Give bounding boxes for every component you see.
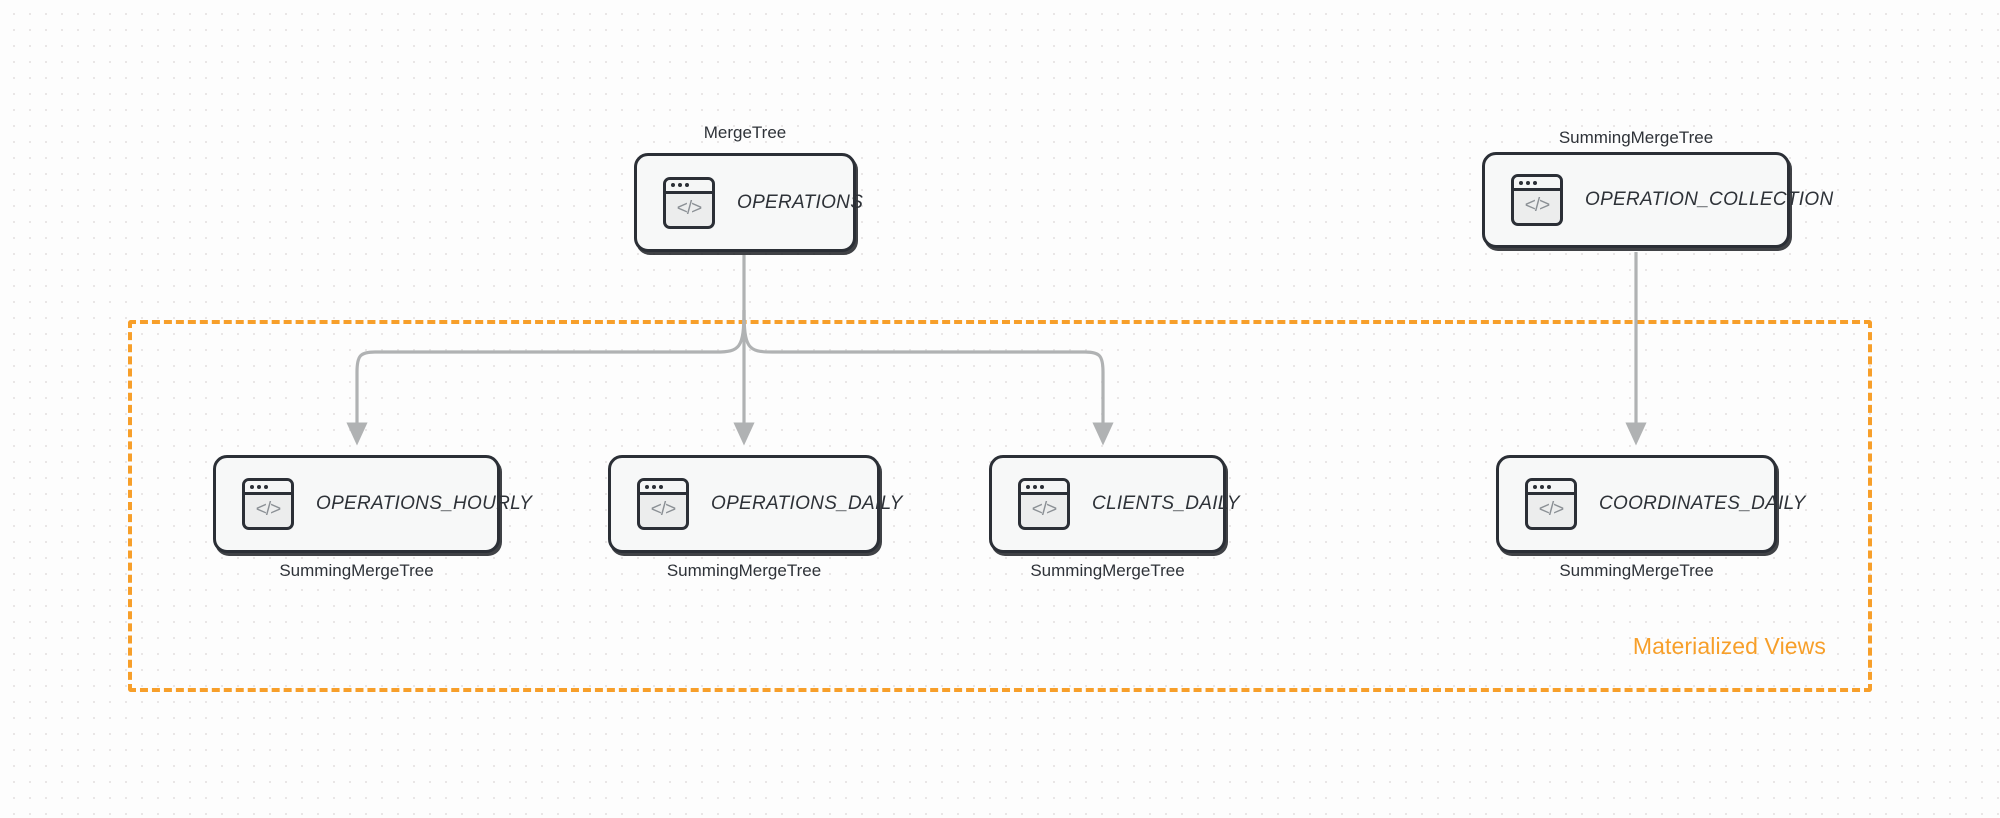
node-operation-collection-label: OPERATION_COLLECTION [1585, 189, 1834, 210]
code-window-icon-dot [257, 484, 261, 489]
code-window-icon-titlebar [1021, 481, 1067, 495]
engine-caption-operation-collection: SummingMergeTree [1558, 128, 1714, 147]
code-window-icon-glyph: </> [1538, 499, 1564, 520]
code-window-icon-dot [1540, 484, 1544, 489]
node-operations-daily-label: OPERATIONS_DAILY [711, 493, 903, 514]
node-operations-hourly-label: OPERATIONS_HOURLY [316, 493, 533, 514]
node-operations[interactable]: </> OPERATIONS [634, 153, 863, 252]
code-window-icon-titlebar [666, 179, 712, 194]
code-window-icon-dot [652, 484, 656, 489]
code-window-icon-dot [250, 484, 254, 489]
node-operations-daily[interactable]: </> OPERATIONS_DAILY [608, 455, 902, 553]
code-window-icon-glyph: </> [1524, 195, 1550, 216]
node-coordinates-daily-label: COORDINATES_DAILY [1599, 493, 1806, 514]
code-window-icon-glyph: </> [676, 197, 702, 219]
code-window-icon-dot [1040, 484, 1044, 489]
code-window-icon: </> [1525, 478, 1577, 530]
node-operations-label: OPERATIONS [737, 191, 864, 213]
code-window-icon: </> [637, 478, 689, 530]
node-operations-hourly[interactable]: </> OPERATIONS_HOURLY [213, 455, 532, 553]
code-window-icon-dot [1026, 484, 1030, 489]
code-window-icon: </> [663, 176, 715, 229]
code-window-icon-glyph: </> [1031, 499, 1057, 520]
materialized-views-group-label: Materialized Views [1632, 633, 1826, 659]
code-window-icon-titlebar [1528, 481, 1574, 495]
engine-caption-coordinates-daily: SummingMergeTree [1559, 561, 1714, 580]
code-window-icon-dot [264, 484, 268, 489]
code-window-icon-dot [1547, 484, 1551, 489]
code-window-icon-titlebar [245, 481, 291, 495]
code-window-icon-titlebar [1514, 177, 1560, 191]
code-window-icon-dot [1533, 180, 1537, 185]
engine-caption-operations: MergeTree [703, 123, 787, 142]
code-window-icon-dot [1533, 484, 1537, 489]
code-window-icon-dot [685, 183, 689, 187]
engine-caption-operations-hourly: SummingMergeTree [279, 561, 434, 580]
code-window-icon: </> [1511, 174, 1563, 226]
node-clients-daily-label: CLIENTS_DAILY [1092, 493, 1240, 514]
code-window-icon-dot [659, 484, 663, 489]
node-coordinates-daily[interactable]: </> COORDINATES_DAILY [1496, 455, 1805, 553]
node-operation-collection[interactable]: </> OPERATION_COLLECTION [1482, 152, 1833, 248]
code-window-icon: </> [242, 478, 294, 530]
code-window-icon-dot [1519, 180, 1523, 185]
engine-caption-clients-daily: SummingMergeTree [1030, 561, 1185, 580]
code-window-icon-glyph: </> [650, 499, 676, 520]
code-window-icon-glyph: </> [255, 499, 281, 520]
code-window-icon-titlebar [640, 481, 686, 495]
engine-caption-operations-daily: SummingMergeTree [666, 561, 822, 580]
code-window-icon-dot [1033, 484, 1037, 489]
node-clients-daily[interactable]: </> CLIENTS_DAILY [989, 455, 1240, 553]
code-window-icon-dot [645, 484, 649, 489]
code-window-icon-dot [671, 183, 675, 187]
code-window-icon-dot [678, 183, 682, 187]
code-window-icon-dot [1526, 180, 1530, 185]
code-window-icon: </> [1018, 478, 1070, 530]
